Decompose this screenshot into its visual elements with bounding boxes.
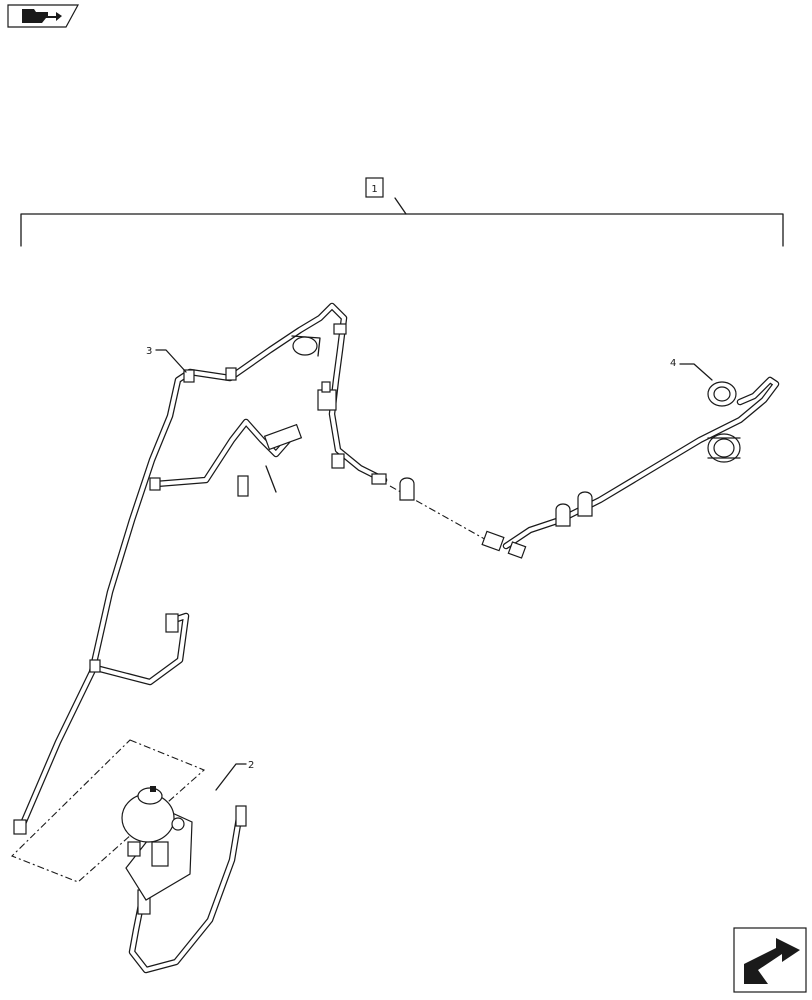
callout-2[interactable]: 2 (215, 760, 254, 791)
callout-1-label: 1 (371, 184, 377, 195)
callout-3-label: 3 (146, 346, 152, 357)
callout-1[interactable]: 1 (365, 177, 384, 198)
callout-4[interactable]: 4 (670, 358, 713, 381)
callout-4-label: 4 (670, 358, 676, 369)
connector-harness[interactable] (399, 376, 780, 559)
book-arrow-icon[interactable] (7, 4, 80, 28)
wiring-harness[interactable] (13, 302, 388, 835)
callout-3[interactable]: 3 (146, 346, 187, 373)
assembly-bracket (20, 197, 784, 247)
sensor-assembly[interactable] (11, 739, 247, 974)
next-page-arrow-icon[interactable] (733, 927, 807, 993)
callout-2-label: 2 (248, 760, 254, 771)
